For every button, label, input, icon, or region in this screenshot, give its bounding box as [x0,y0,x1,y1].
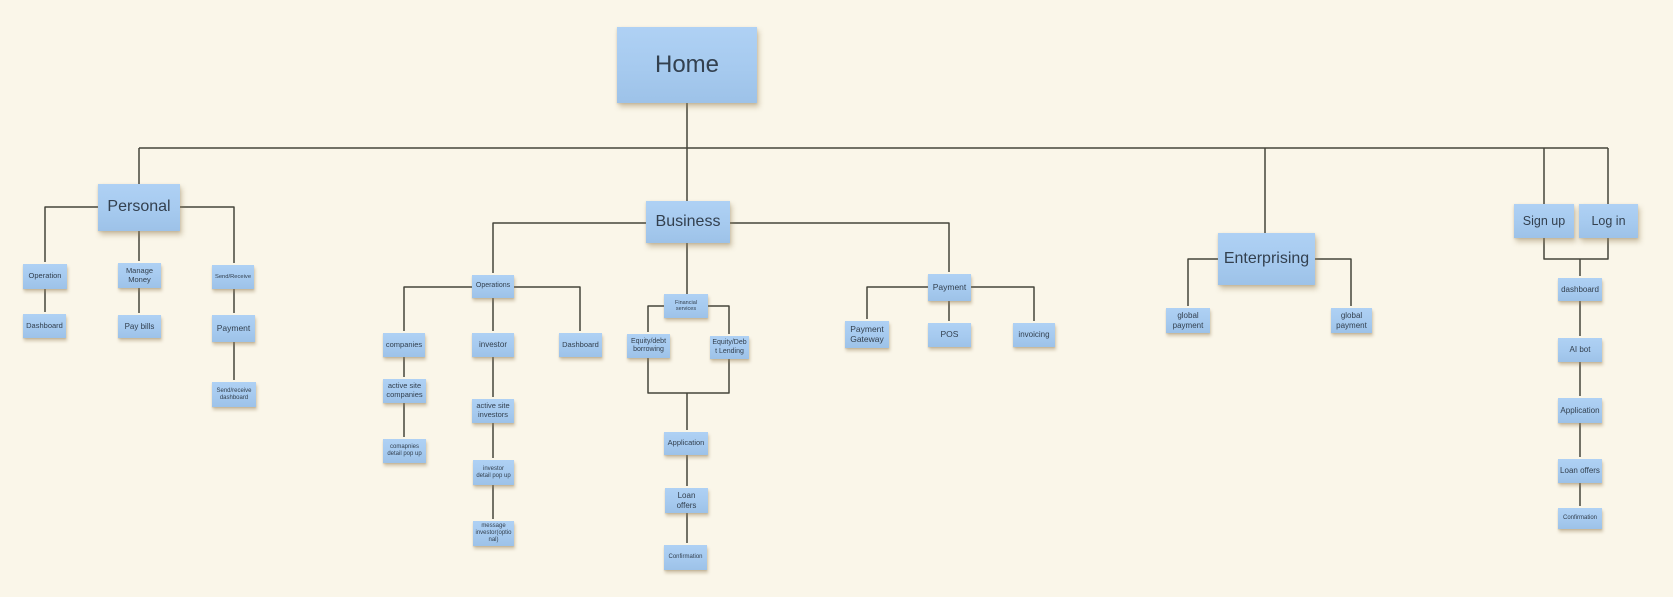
connector-line [1315,258,1352,306]
sticky-note-companies-detail-popup[interactable]: comapnies detail pop up [383,439,426,463]
connector-line [730,222,950,272]
connector-line [647,305,664,332]
sticky-note-ai-bot[interactable]: AI bot [1558,338,1602,362]
sticky-note-operation[interactable]: Operation [23,264,67,289]
sticky-note-global-payment-left[interactable]: global payment [1166,308,1210,333]
sticky-note-pay-bills[interactable]: Pay bills [118,315,161,338]
sticky-note-global-payment-right[interactable]: global payment [1331,308,1372,333]
sticky-note-enterprising[interactable]: Enterprising [1218,233,1315,285]
sticky-note-active-site-companies[interactable]: active site companies [383,379,426,403]
sticky-note-invoicing[interactable]: invoicing [1013,323,1055,347]
sticky-note-home[interactable]: Home [617,27,757,103]
sticky-note-investor-detail-popup[interactable]: investor detail pop up [473,460,514,485]
sticky-note-business[interactable]: Business [646,201,730,243]
sticky-note-send-receive[interactable]: Send/Receive [212,265,254,289]
sticky-note-payment-business[interactable]: Payment [928,274,971,301]
sticky-note-personal[interactable]: Personal [98,184,180,231]
sticky-note-financial-services[interactable]: Financial services [664,294,708,318]
sticky-note-loan-offers-business[interactable]: Loan offers [665,488,708,513]
connector-line [1543,238,1609,260]
sticky-note-sign-up[interactable]: Sign up [1514,204,1574,238]
sticky-note-companies[interactable]: companies [383,333,425,357]
sticky-note-active-site-investors[interactable]: active site investors [472,399,514,423]
sticky-note-pos[interactable]: POS [928,323,971,347]
sticky-note-manage-money[interactable]: Manage Money [118,263,161,288]
sticky-note-operations[interactable]: Operations [472,275,514,298]
sticky-note-investor[interactable]: investor [472,333,514,357]
connector-line [180,206,235,263]
sticky-note-log-in[interactable]: Log in [1579,204,1638,238]
connector-line [44,206,98,262]
sticky-note-message-investor[interactable]: message investor(optional) [473,521,514,546]
connector-line [647,358,730,394]
sticky-note-confirmation-business[interactable]: Confirmation [664,545,707,570]
sticky-note-application-business[interactable]: Application [664,432,708,455]
sticky-note-loan-offers-account[interactable]: Loan offers [1558,459,1602,483]
sticky-note-dashboard-personal[interactable]: Dashboard [23,314,66,338]
sticky-note-payment-gateway[interactable]: Payment Gateway [845,321,889,348]
sticky-note-equity-debt-lending[interactable]: Equity/Debt Lending [710,336,749,359]
connector-line [708,305,730,334]
connector-line [970,286,1035,321]
connector-line [1187,258,1218,306]
sticky-note-dashboard-business[interactable]: Dashboard [559,333,602,357]
sticky-note-equity-debt-borrowing[interactable]: Equity/debt borrowing [627,334,670,358]
sticky-note-dashboard-account[interactable]: dashboard [1558,278,1602,301]
sticky-note-confirmation-account[interactable]: Confirmation [1558,508,1602,529]
sticky-note-payment-personal[interactable]: Payment [212,315,255,342]
sticky-note-send-receive-dashboard[interactable]: Send/receive dashboard [212,382,256,407]
connector-line [514,286,581,331]
connector-line [866,286,928,319]
connector-line [403,286,472,331]
connector-line [492,222,646,273]
sticky-note-application-account[interactable]: Application [1558,398,1602,423]
